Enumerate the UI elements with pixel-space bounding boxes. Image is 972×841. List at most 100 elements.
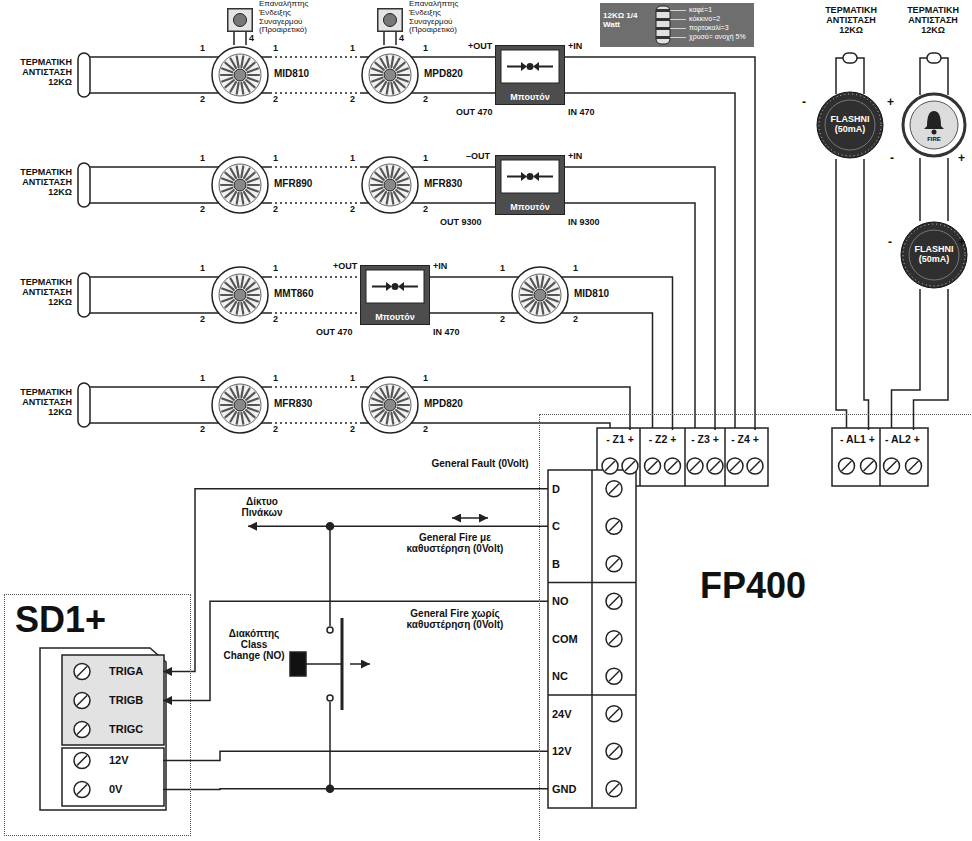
terminal-screw — [609, 671, 619, 681]
terminal-screw — [727, 458, 743, 474]
terminal-name: C — [552, 520, 560, 532]
terminal-label: OUT 470 — [316, 328, 353, 338]
sd1-housing — [40, 648, 166, 810]
call-point: Μπουτόν — [360, 265, 430, 325]
module-housing: - Z1 +- Z2 +- Z3 +- Z4 +- AL1 +- AL2 +DC… — [540, 415, 972, 841]
terminal: 0V — [105, 775, 163, 804]
class-change-switch — [327, 695, 333, 701]
pin-number: 2 — [350, 205, 355, 215]
resistor-code-box — [656, 6, 670, 44]
return-wire — [836, 159, 847, 430]
resistor-code-box — [600, 3, 754, 47]
terminal-name: COM — [552, 633, 578, 645]
terminal-screw — [730, 461, 740, 471]
smoke-detector-shape — [210, 155, 270, 215]
terminal-screw — [747, 458, 763, 474]
color-code: καφέ=1 — [689, 6, 712, 14]
network-wire — [452, 517, 488, 519]
wire — [570, 277, 673, 430]
terminal-screw — [606, 631, 622, 647]
terminal-screw — [606, 593, 622, 609]
terminal-screw — [750, 461, 760, 471]
terminal-name: NO — [552, 595, 569, 607]
resistor-label: ΤΕΡΜΑΤΙΚΗ ΑΝΤΙΣΤΑΣΗ 12ΚΩ — [4, 168, 72, 198]
smoke-detector-shape — [210, 265, 270, 325]
terminal: 24V — [548, 695, 592, 733]
wire — [245, 32, 247, 45]
end-resistor — [836, 53, 948, 95]
terminal: NO — [548, 583, 592, 621]
terminal: NC — [548, 658, 592, 696]
alarm-repeater-shape — [377, 8, 403, 32]
pin-number: 1 — [200, 44, 205, 54]
wire — [163, 489, 548, 672]
wire — [864, 159, 869, 430]
pin-number: 2 — [200, 425, 205, 435]
pin-number: 1 — [273, 374, 278, 384]
terminal: C — [548, 508, 592, 546]
return-wire — [234, 32, 920, 430]
wire — [395, 32, 397, 45]
alarm-repeater-shape — [227, 8, 253, 32]
terminal-strip — [548, 428, 928, 808]
smoke-detector-shape — [360, 375, 420, 435]
wire-label: General Fire με καθυστέρηση (0Volt) — [400, 532, 510, 554]
wire — [565, 167, 715, 430]
wire — [947, 158, 949, 221]
wire — [163, 601, 548, 700]
repeater-label: Επαναλήπτης Ένδειξης Συναγερμού (Προαιρε… — [409, 0, 475, 35]
zone-terminal: - AL2 + — [880, 430, 925, 482]
terminal-screw — [842, 461, 852, 471]
module-name: SD1+ — [15, 599, 106, 641]
alarm-repeater: Επαναλήπτης Ένδειξης Συναγερμού (Προαιρε… — [377, 8, 403, 32]
button-label: Μπουτόν — [510, 202, 549, 212]
pin-number: 2 — [273, 95, 278, 105]
return-wire — [892, 158, 921, 430]
terminal-label: IN 9300 — [568, 218, 600, 228]
terminal-name: NC — [552, 670, 568, 682]
terminal-screw — [609, 559, 619, 569]
pin-number: 2 — [350, 95, 355, 105]
polarity-sign: - — [890, 152, 894, 165]
pin-number: 1 — [423, 374, 428, 384]
pin-number: 1 — [200, 374, 205, 384]
terminal: GND — [548, 770, 592, 808]
smoke-detector: MID810 — [210, 45, 270, 105]
resistor-code-box — [600, 3, 754, 47]
class-change-switch — [350, 663, 370, 665]
call-point: Μπουτόν — [495, 45, 565, 105]
terminal-label: IN 470 — [433, 328, 460, 338]
polarity-sign: - — [802, 96, 806, 109]
terminal-screw — [74, 782, 90, 798]
pin-number: 1 — [423, 154, 428, 164]
terminal-screw — [909, 461, 919, 471]
terminal-label: +OUT — [333, 262, 357, 272]
zone-terminal: - Z2 + — [640, 430, 685, 482]
wire — [163, 788, 548, 790]
zone-terminal: - Z1 + — [600, 430, 640, 482]
terminal-screw — [622, 458, 638, 474]
terminal-label: OUT 9300 — [440, 218, 482, 228]
pin-number: 1 — [350, 154, 355, 164]
pin-number: 1 — [423, 44, 428, 54]
detector-model: MFR890 — [274, 178, 312, 189]
color-code: 12ΚΩ 1/4 Watt — [603, 12, 653, 30]
terminal-screw — [74, 693, 90, 709]
return-wire — [234, 32, 384, 45]
terminal-screw — [625, 461, 635, 471]
wire — [270, 386, 360, 388]
color-code: πορτοκαλί=3 — [689, 24, 729, 32]
end-resistor — [78, 163, 210, 207]
wire — [565, 57, 755, 430]
terminal-screw — [609, 484, 619, 494]
wire — [270, 56, 360, 58]
wire — [270, 166, 360, 168]
smoke-detector: MMT860 — [210, 265, 270, 325]
terminal-name: - AL1 + — [840, 433, 875, 445]
polarity-sign: + — [887, 96, 894, 109]
terminal-screw — [609, 634, 619, 644]
detector-model: MID810 — [274, 68, 309, 79]
class-change-switch — [329, 526, 331, 789]
terminal-screw — [609, 596, 619, 606]
polarity-sign: + — [958, 152, 965, 165]
